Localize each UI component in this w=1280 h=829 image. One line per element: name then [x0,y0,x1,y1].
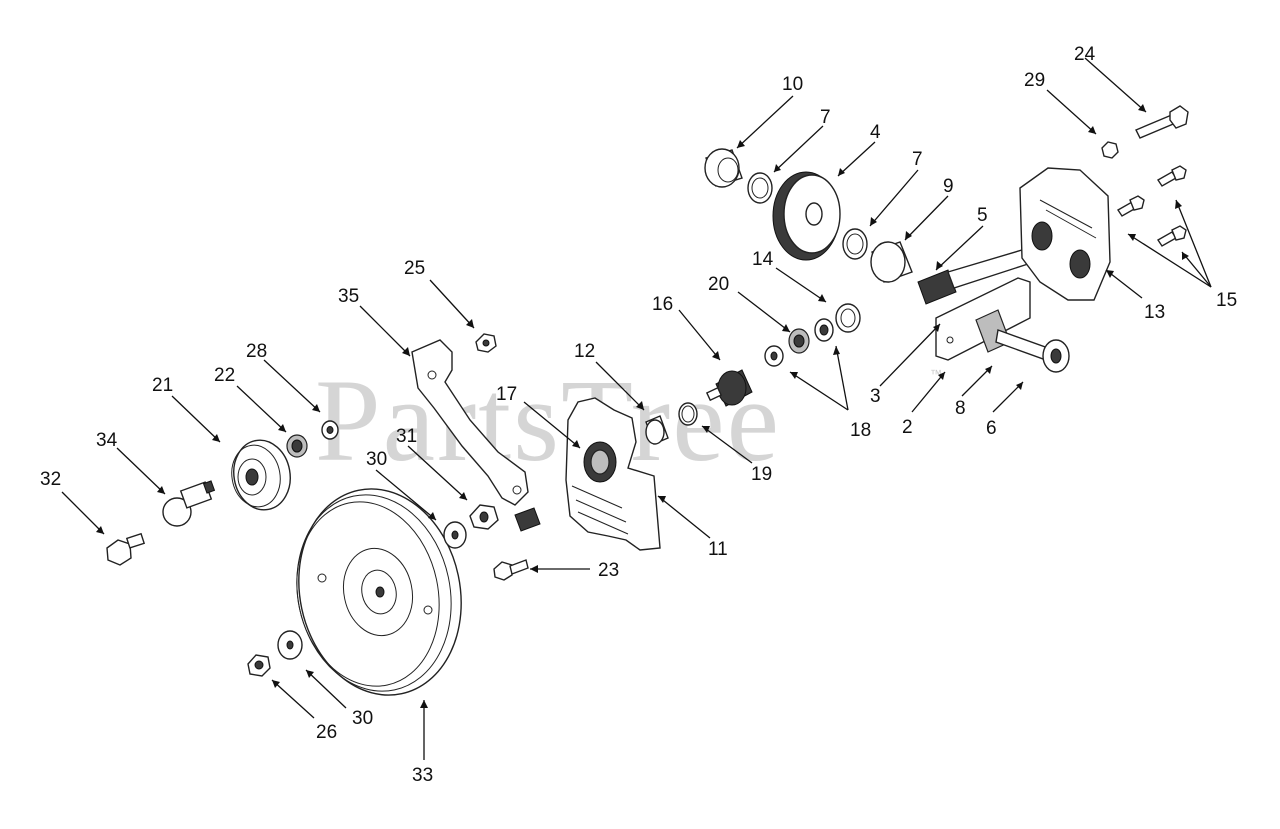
part-13-right-housing [1019,167,1111,301]
callout-9: 9 [943,176,954,197]
callout-30-upper: 30 [366,449,387,470]
part-20-thrust-bearing [788,328,810,354]
part-32-bolt [106,532,146,566]
part-34-shoulder-bolt [162,480,216,527]
callout-35: 35 [338,286,359,307]
leader-arrowheads [96,104,1189,708]
part-22-bushing [286,434,308,458]
part-18-thrust-washer-right [814,318,834,342]
callout-21: 21 [152,375,173,396]
callout-26: 26 [316,722,337,743]
part-10-bushing [704,148,743,188]
callout-7-lower: 7 [912,149,923,170]
part-12-bushing [645,415,669,445]
part-30-washer-upper [443,521,467,549]
part-15-screw-top [1157,165,1187,187]
callout-7-upper: 7 [820,107,831,128]
part-7-washer-upper [747,172,773,204]
callout-22: 22 [214,365,235,386]
leader-lines [61,57,1212,760]
callout-15: 15 [1216,290,1237,311]
part-16-worm-gear [705,369,753,407]
part-24-bolt [1135,105,1189,139]
part-23-screw [493,559,529,581]
part-6-hub [1042,339,1070,373]
callout-20: 20 [708,274,729,295]
callout-19: 19 [751,464,772,485]
callout-8: 8 [955,398,966,419]
callout-5: 5 [977,205,988,226]
part-21-idler-pulley [231,439,291,511]
callout-32: 32 [40,469,61,490]
part-33-pulley [296,488,462,696]
spring [514,507,541,532]
callout-30-lower: 30 [352,708,373,729]
part-4-gear [772,171,841,261]
watermark-trademark: ™ [930,367,942,381]
callout-16: 16 [652,294,673,315]
callout-18: 18 [850,420,871,441]
part-29-nut [1101,141,1119,159]
part-15-screw-middle [1117,195,1145,217]
part-18-thrust-washer-left [764,345,784,367]
callout-24: 24 [1074,44,1096,65]
callout-10: 10 [782,74,803,95]
callout-13: 13 [1144,302,1165,323]
callout-2: 2 [902,417,913,438]
callout-11: 11 [708,539,728,560]
callout-4: 4 [870,122,881,143]
callout-29: 29 [1024,70,1045,91]
callout-25: 25 [404,258,425,279]
callout-labels: 10 7 4 7 9 5 24 29 15 13 14 20 18 16 19 … [40,44,1237,786]
callout-12: 12 [574,341,595,362]
part-11-left-housing [565,397,661,551]
part-5-axle-shaft [917,249,1029,305]
part-15-screw-bottom [1157,225,1187,247]
callout-3: 3 [870,386,881,407]
callout-17: 17 [496,384,517,405]
part-30-washer-lower [277,630,303,660]
callout-14: 14 [752,249,774,270]
part-31-nut [469,504,499,530]
callout-33: 33 [412,765,433,786]
part-28-washer [321,420,339,440]
callout-23: 23 [598,560,619,581]
part-25-nut [475,333,497,353]
callout-28: 28 [246,341,267,362]
part-35-idler-arm [411,339,529,506]
part-9-bushing [870,241,913,283]
callout-31: 31 [396,426,417,447]
callout-34: 34 [96,430,118,451]
callout-6: 6 [986,418,997,439]
part-26-nut [247,654,271,677]
part-19-retaining-ring [678,402,698,426]
part-7-washer-lower [842,228,868,260]
part-14-bushing [835,303,861,333]
